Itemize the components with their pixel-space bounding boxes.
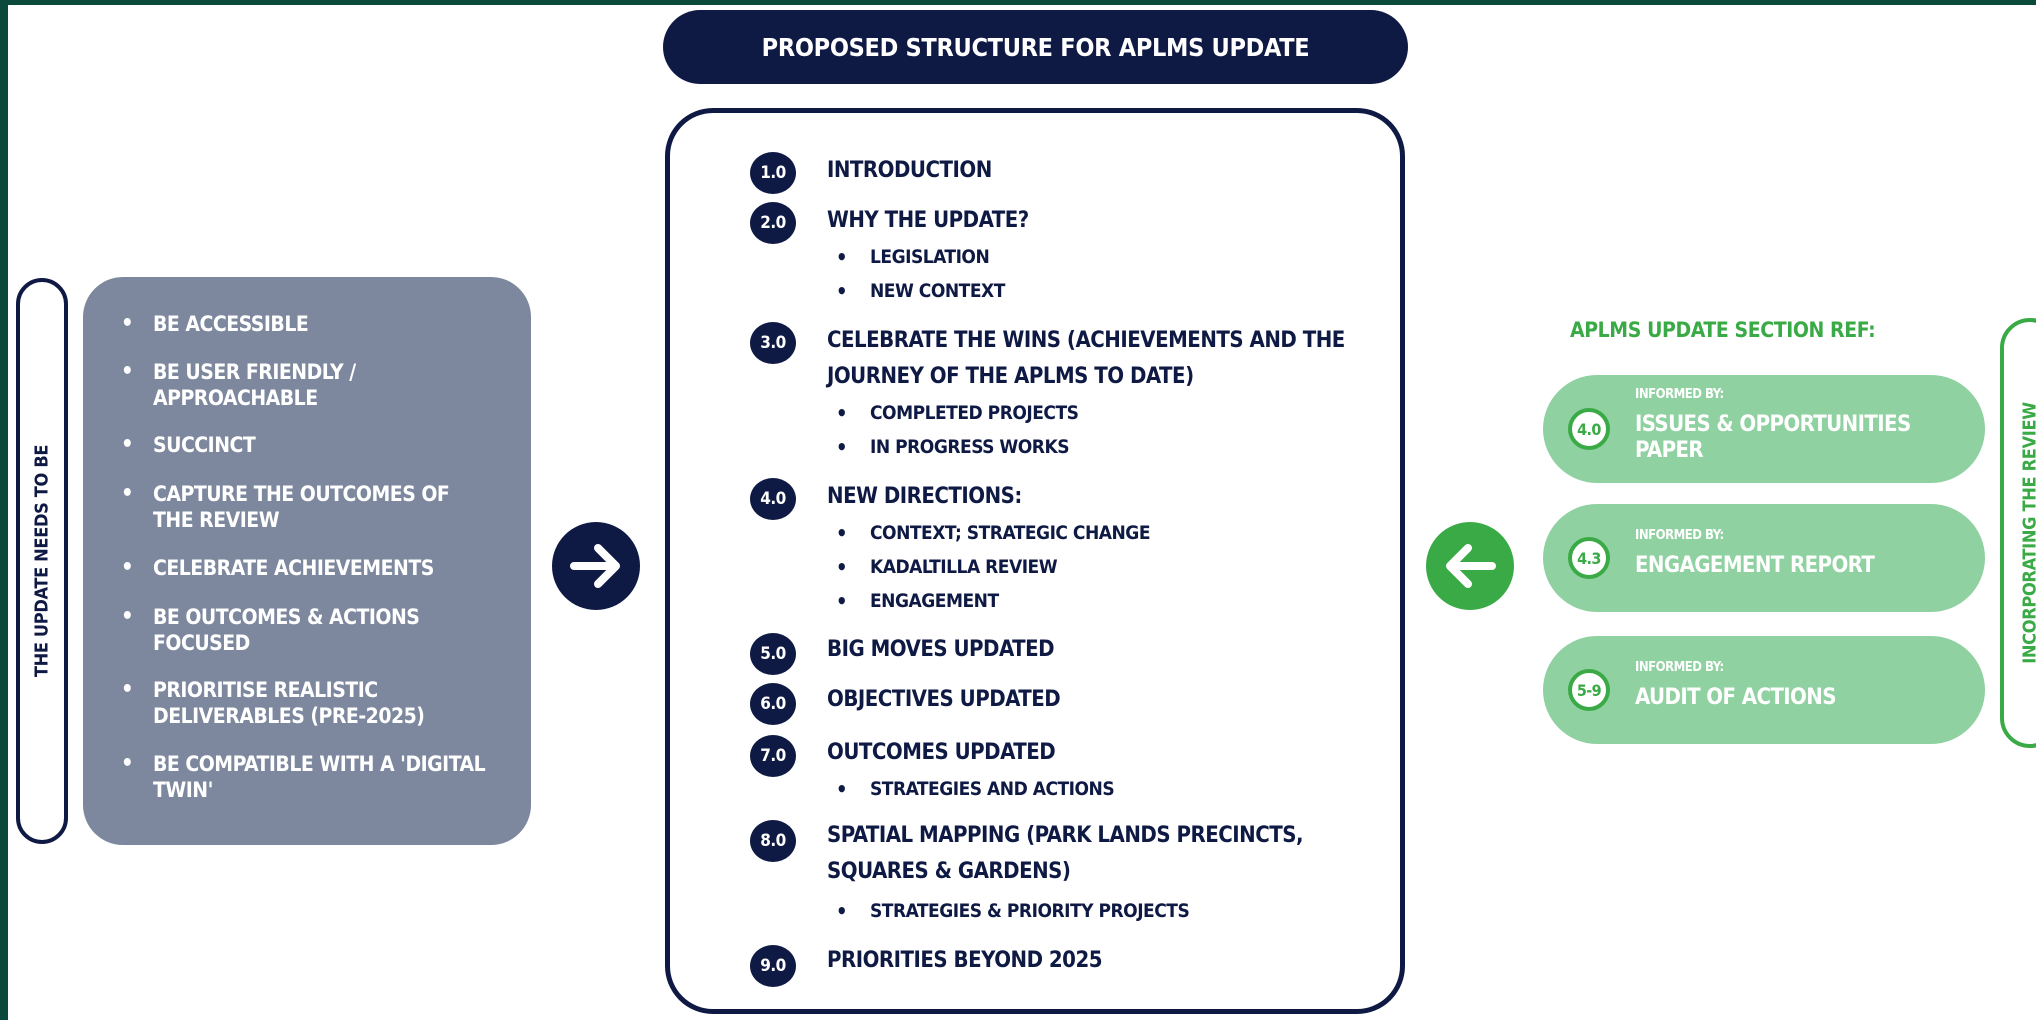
diagram-title: PROPOSED STRUCTURE FOR APLMS UPDATE bbox=[663, 10, 1408, 84]
subsection-item: •STRATEGIES & PRIORITY PROJECTS bbox=[836, 899, 1190, 923]
structure-outline-box: 1.0 INTRODUCTION 2.0 WHY THE UPDATE? •LE… bbox=[665, 108, 1405, 1014]
section-number-badge: 1.0 bbox=[750, 152, 796, 194]
reference-pill: 4.0 INFORMED BY: ISSUES & OPPORTUNITIES … bbox=[1543, 375, 1985, 483]
bullet-icon: • bbox=[121, 359, 134, 384]
requirements-box: •BE ACCESSIBLE •BE USER FRIENDLY / APPRO… bbox=[83, 277, 531, 845]
subsection-item: •STRATEGIES AND ACTIONS bbox=[836, 777, 1115, 801]
bullet-icon: • bbox=[836, 245, 848, 269]
subsection-item: •IN PROGRESS WORKS bbox=[836, 435, 1070, 459]
requirement-item: •BE USER FRIENDLY / APPROACHABLE bbox=[121, 359, 356, 410]
reference-label: ISSUES & OPPORTUNITIES PAPER bbox=[1635, 412, 1911, 463]
reference-badge: 5-9 bbox=[1568, 669, 1610, 711]
subsection-item: •NEW CONTEXT bbox=[836, 279, 1005, 303]
section-title: OUTCOMES UPDATED bbox=[827, 740, 1056, 765]
bullet-icon: • bbox=[836, 777, 848, 801]
bullet-icon: • bbox=[121, 751, 134, 776]
requirement-item: •SUCCINCT bbox=[121, 432, 256, 457]
bullet-icon: • bbox=[121, 481, 134, 506]
requirement-item: •BE OUTCOMES & ACTIONS FOCUSED bbox=[121, 604, 420, 655]
section-number-badge: 8.0 bbox=[750, 820, 796, 862]
section-number-badge: 7.0 bbox=[750, 735, 796, 777]
bullet-icon: • bbox=[121, 432, 134, 457]
bullet-icon: • bbox=[121, 311, 134, 336]
section-number-badge: 5.0 bbox=[750, 633, 796, 675]
section-title: INTRODUCTION bbox=[827, 158, 992, 183]
section-number-badge: 4.0 bbox=[750, 478, 796, 520]
section-title: OBJECTIVES UPDATED bbox=[827, 687, 1061, 712]
section-title: SPATIAL MAPPING (PARK LANDS PRECINCTS, S… bbox=[827, 823, 1304, 884]
section-number-badge: 2.0 bbox=[750, 202, 796, 244]
section-number-badge: 6.0 bbox=[750, 683, 796, 725]
requirement-item: •BE COMPATIBLE WITH A 'DIGITAL TWIN' bbox=[121, 751, 486, 802]
left-vertical-label-frame: THE UPDATE NEEDS TO BE bbox=[16, 278, 68, 844]
bullet-icon: • bbox=[836, 401, 848, 425]
reference-badge: 4.3 bbox=[1568, 537, 1610, 579]
right-vertical-label: INCORPORATING THE REVIEW bbox=[2019, 402, 2036, 664]
bullet-icon: • bbox=[836, 521, 848, 545]
requirement-item: •PRIORITISE REALISTIC DELIVERABLES (PRE-… bbox=[121, 677, 425, 728]
subsection-item: •COMPLETED PROJECTS bbox=[836, 401, 1079, 425]
diagram-canvas: PROPOSED STRUCTURE FOR APLMS UPDATE THE … bbox=[8, 5, 2036, 1020]
bullet-icon: • bbox=[121, 604, 134, 629]
section-number-badge: 3.0 bbox=[750, 322, 796, 364]
bullet-icon: • bbox=[836, 589, 848, 613]
section-title: WHY THE UPDATE? bbox=[827, 208, 1029, 233]
subsection-item: •KADALTILLA REVIEW bbox=[836, 555, 1058, 579]
section-title: PRIORITIES BEYOND 2025 bbox=[827, 948, 1103, 973]
section-title: CELEBRATE THE WINS (ACHIEVEMENTS AND THE… bbox=[827, 328, 1345, 389]
bullet-icon: • bbox=[836, 279, 848, 303]
bullet-icon: • bbox=[836, 435, 848, 459]
reference-label: AUDIT OF ACTIONS bbox=[1635, 685, 1836, 710]
bullet-icon: • bbox=[836, 555, 848, 579]
reference-label: ENGAGEMENT REPORT bbox=[1635, 553, 1875, 578]
bullet-icon: • bbox=[121, 555, 134, 580]
reference-badge: 4.0 bbox=[1568, 408, 1610, 450]
bullet-icon: • bbox=[121, 677, 134, 702]
reference-pill: 4.3 INFORMED BY: ENGAGEMENT REPORT bbox=[1543, 504, 1985, 612]
right-vertical-label-frame: INCORPORATING THE REVIEW bbox=[2000, 318, 2036, 748]
informed-by-label: INFORMED BY: bbox=[1635, 387, 1724, 402]
requirement-item: •BE ACCESSIBLE bbox=[121, 311, 309, 336]
bullet-icon: • bbox=[836, 899, 848, 923]
informed-by-label: INFORMED BY: bbox=[1635, 528, 1724, 543]
subsection-item: •ENGAGEMENT bbox=[836, 589, 999, 613]
requirement-item: •CELEBRATE ACHIEVEMENTS bbox=[121, 555, 434, 580]
arrow-right-icon bbox=[552, 522, 640, 610]
informed-by-label: INFORMED BY: bbox=[1635, 660, 1724, 675]
section-number-badge: 9.0 bbox=[750, 945, 796, 987]
section-title: NEW DIRECTIONS: bbox=[827, 484, 1022, 509]
section-ref-heading: APLMS UPDATE SECTION REF: bbox=[1570, 318, 1876, 342]
subsection-item: •CONTEXT; STRATEGIC CHANGE bbox=[836, 521, 1151, 545]
section-title: BIG MOVES UPDATED bbox=[827, 637, 1055, 662]
left-vertical-label: THE UPDATE NEEDS TO BE bbox=[31, 444, 53, 678]
arrow-left-icon bbox=[1426, 522, 1514, 610]
reference-pill: 5-9 INFORMED BY: AUDIT OF ACTIONS bbox=[1543, 636, 1985, 744]
subsection-item: •LEGISLATION bbox=[836, 245, 990, 269]
requirement-item: •CAPTURE THE OUTCOMES OF THE REVIEW bbox=[121, 481, 450, 532]
